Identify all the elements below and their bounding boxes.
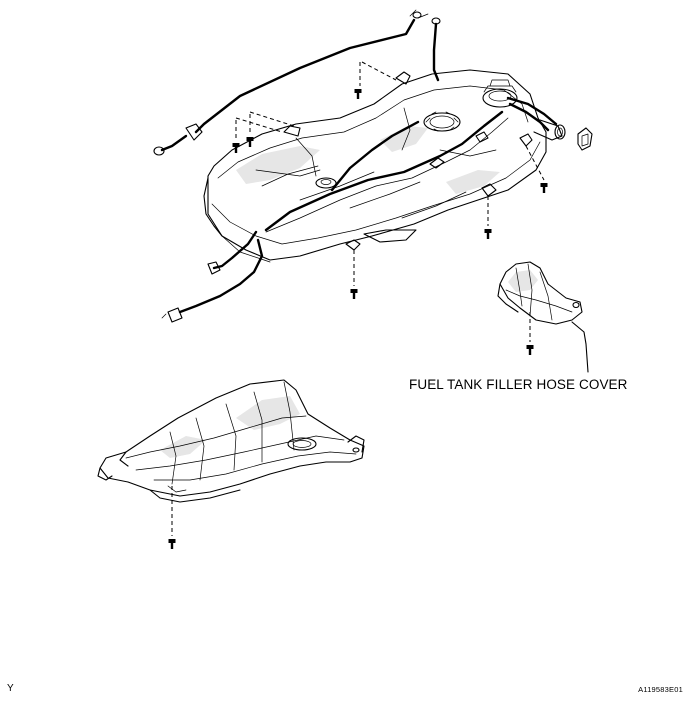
- bolt-icon: [168, 89, 548, 549]
- corner-mark: Y: [7, 683, 14, 694]
- filler-hose-cover: [497, 261, 589, 373]
- fuel-tank: [203, 69, 547, 263]
- tank-under-cover: [97, 379, 365, 503]
- leader-lines: [171, 61, 545, 536]
- wire-harness: [153, 9, 593, 323]
- filler-hose-cover-label: FUEL TANK FILLER HOSE COVER: [409, 377, 628, 392]
- figure-code: A119583E01: [638, 685, 683, 694]
